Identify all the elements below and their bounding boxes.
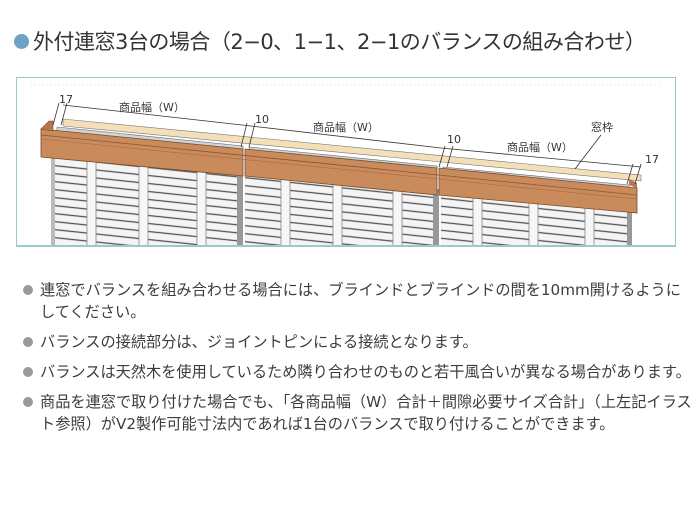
valance-illustration: 17 商品幅（W） 10 商品幅（W） 10 商品幅（W） 窓枠 17 xyxy=(31,84,661,245)
note-text: バランスの接続部分は、ジョイントピンによる接続となります。 xyxy=(40,333,478,351)
note-text: バランスは天然木を使用しているため隣り合わせのものと若干風合いが異なる場合があり… xyxy=(40,363,691,381)
dim-gap-2: 10 xyxy=(447,133,461,146)
dim-left-17: 17 xyxy=(59,93,73,106)
dim-width-1: 商品幅（W） xyxy=(119,100,185,114)
note-item: バランスの接続部分は、ジョイントピンによる接続となります。 xyxy=(22,331,692,353)
note-item: 連窓でバランスを組み合わせる場合には、ブラインドとブラインドの間を10mm開ける… xyxy=(22,279,692,323)
gray-circle-bullet-icon xyxy=(23,285,33,295)
gray-circle-bullet-icon xyxy=(23,397,33,407)
dim-width-2: 商品幅（W） xyxy=(313,120,379,134)
section-heading: 外付連窓3台の場合（2−0、1−1、2−1のバランスの組み合わせ） xyxy=(14,26,646,56)
heading-text: 外付連窓3台の場合（2−0、1−1、2−1のバランスの組み合わせ） xyxy=(33,30,646,54)
note-item: 商品を連窓で取り付けた場合でも、「各商品幅（W）合計＋間隙必要サイズ合計」（上左… xyxy=(22,391,692,435)
window-frame-label: 窓枠 xyxy=(591,120,613,134)
dim-width-3: 商品幅（W） xyxy=(507,140,573,154)
note-text: 商品を連窓で取り付けた場合でも、「各商品幅（W）合計＋間隙必要サイズ合計」（上左… xyxy=(40,393,692,433)
dim-gap-1: 10 xyxy=(255,113,269,126)
blue-circle-bullet-icon xyxy=(14,33,29,49)
valance-diagram: 17 商品幅（W） 10 商品幅（W） 10 商品幅（W） 窓枠 17 xyxy=(16,77,676,247)
notes-list: 連窓でバランスを組み合わせる場合には、ブラインドとブラインドの間を10mm開ける… xyxy=(22,279,692,443)
gray-circle-bullet-icon xyxy=(23,367,33,377)
dim-right-17: 17 xyxy=(645,153,659,166)
note-text: 連窓でバランスを組み合わせる場合には、ブラインドとブラインドの間を10mm開ける… xyxy=(40,281,681,321)
note-item: バランスは天然木を使用しているため隣り合わせのものと若干風合いが異なる場合があり… xyxy=(22,361,692,383)
gray-circle-bullet-icon xyxy=(23,337,33,347)
